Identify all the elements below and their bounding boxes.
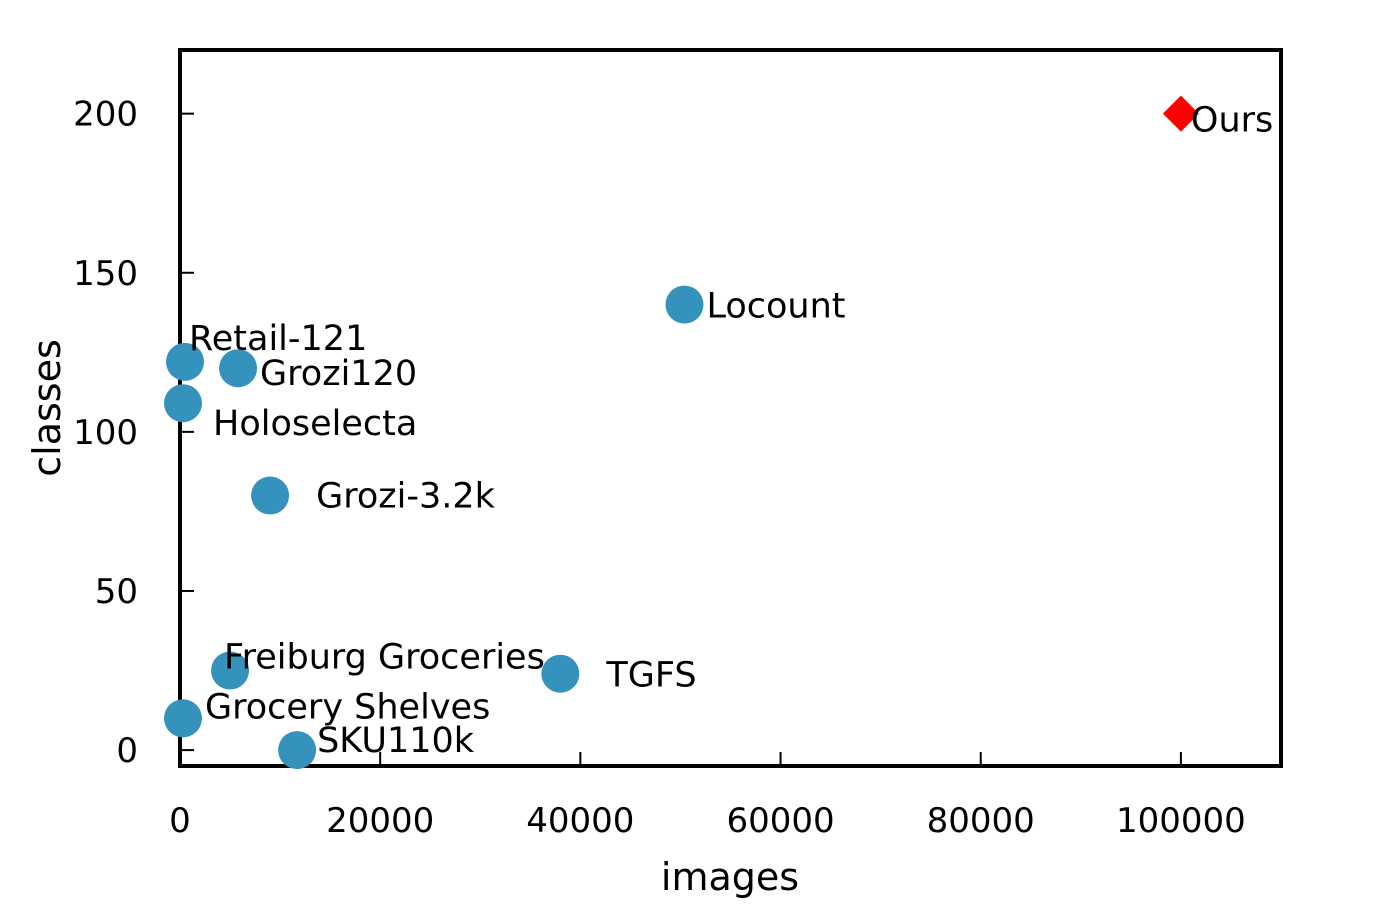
point-marker (219, 349, 258, 388)
point-marker-ours (1162, 95, 1199, 132)
point-label: Grozi-3.2k (316, 477, 496, 517)
x-tick-label: 0 (169, 801, 191, 841)
point-marker (164, 384, 203, 423)
point-label: Freiburg Groceries (224, 638, 545, 678)
point-label: Locount (706, 287, 845, 327)
y-tick-label: 50 (95, 572, 138, 612)
point-label: SKU110k (317, 721, 475, 761)
point-label: Holoselecta (213, 404, 417, 444)
x-axis-title: images (661, 855, 799, 899)
point-marker (541, 654, 580, 693)
x-tick-label: 20000 (326, 801, 434, 841)
point-marker (665, 285, 704, 324)
point-marker (211, 651, 250, 690)
data-points (164, 95, 1199, 770)
x-axis-ticks: 0 20000 40000 60000 80000 100000 (169, 752, 1246, 841)
point-marker (251, 476, 290, 515)
point-label: TGFS (605, 656, 696, 696)
y-axis-ticks: 0 50 100 150 200 (73, 95, 194, 771)
point-marker (278, 731, 317, 770)
x-tick-label: 100000 (1116, 801, 1246, 841)
y-tick-label: 200 (73, 95, 138, 135)
y-tick-label: 100 (73, 413, 138, 453)
x-tick-label: 60000 (726, 801, 834, 841)
y-axis-title: classes (25, 339, 69, 477)
point-marker (166, 342, 205, 381)
x-tick-label: 40000 (526, 801, 634, 841)
point-label: Ours (1191, 101, 1273, 141)
x-tick-label: 80000 (927, 801, 1035, 841)
point-label: Retail-121 (189, 319, 367, 359)
point-marker (164, 699, 203, 738)
y-tick-label: 0 (116, 731, 138, 771)
point-label: Grocery Shelves (205, 687, 490, 727)
point-label: Grozi120 (260, 354, 417, 394)
y-tick-label: 150 (73, 254, 138, 294)
